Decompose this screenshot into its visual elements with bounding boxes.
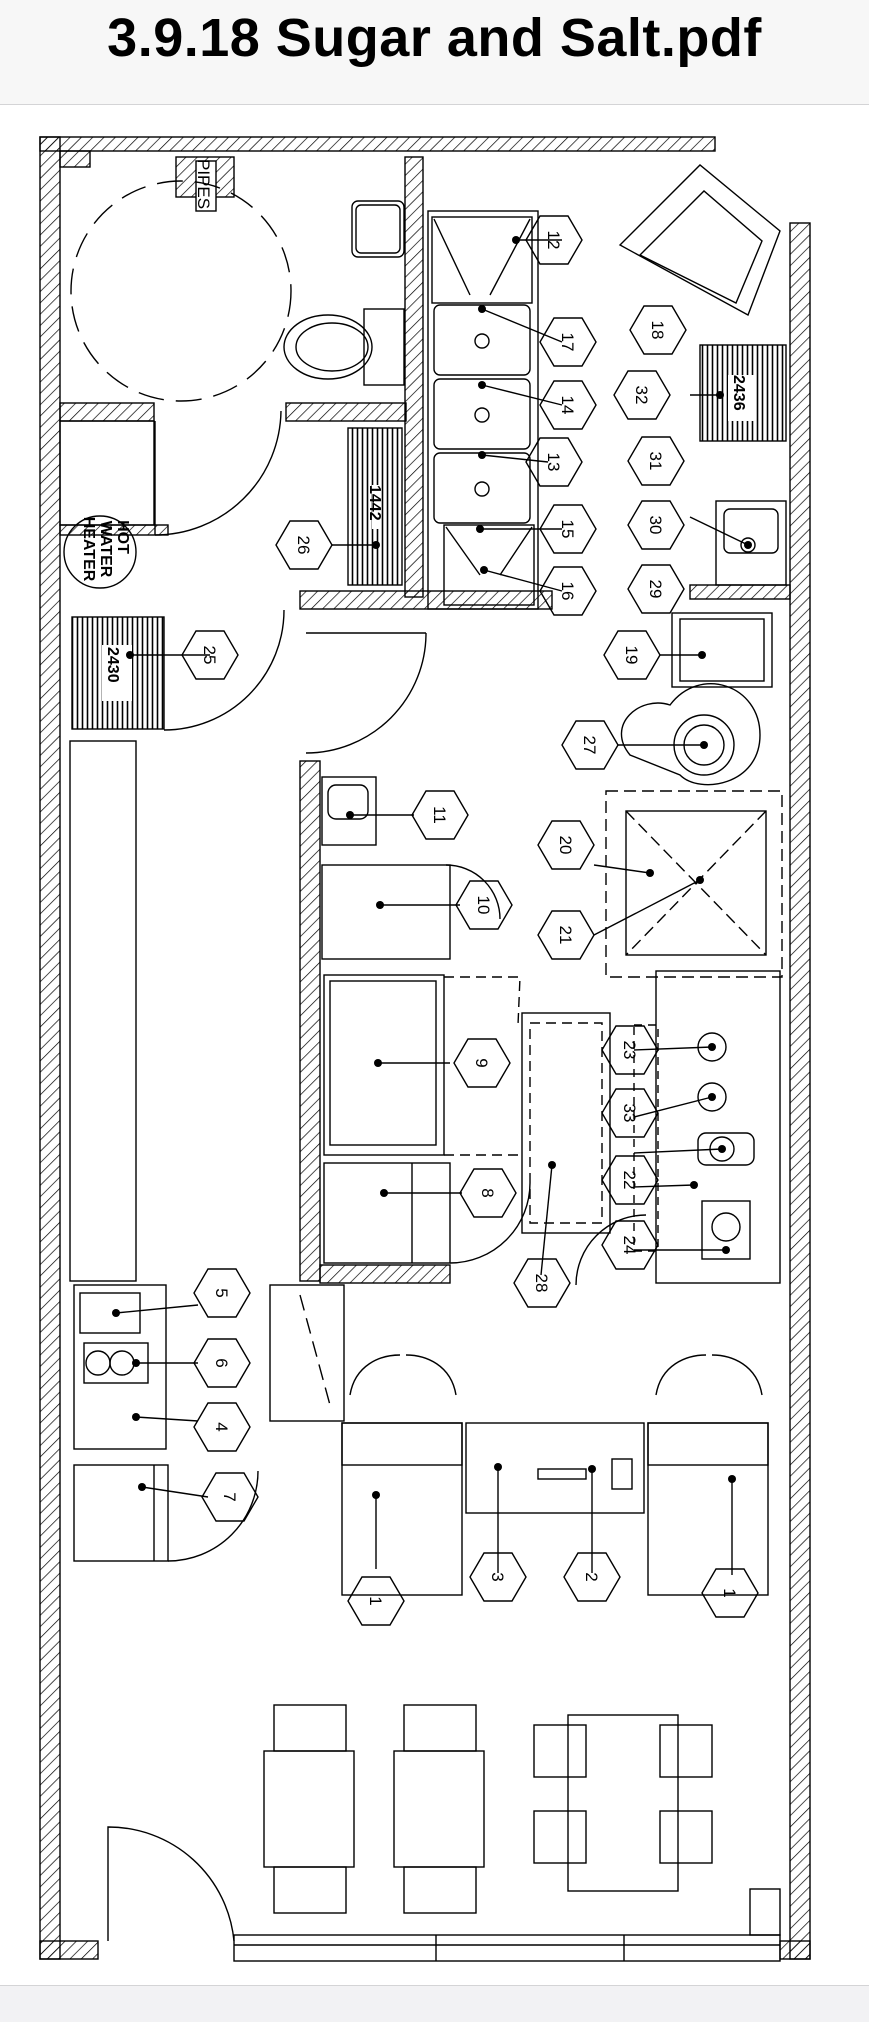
equipment-tags [181,215,759,1626]
tag-22: 22 [620,1171,639,1190]
tag-15: 15 [558,520,577,539]
wall-left [39,136,61,1960]
wall-bath-mid [59,402,155,422]
wall-storage-bottom [319,1264,451,1284]
floor-plan: PIPES HOT WATER HEATER 1442 2436 2430 12… [39,136,811,1962]
wall-bath-mid2 [285,402,407,422]
label-1442: 1442 [366,485,383,521]
wall-storage [299,760,321,1282]
tag-2: 2 [582,1572,601,1581]
tag-20: 20 [556,836,575,855]
label-hot: HOT [114,520,131,554]
tag-12: 12 [544,231,563,250]
bottom-bar [0,1985,869,2022]
tag-6: 6 [212,1358,231,1367]
tag-25: 25 [200,646,219,665]
tag-numbers: 12 17 14 13 15 16 18 32 31 30 29 19 27 2… [200,231,739,1606]
tag-23: 23 [620,1041,639,1060]
tag-1-left: 1 [366,1596,385,1605]
tag-4: 4 [212,1422,231,1431]
tag-7: 7 [220,1492,239,1501]
tag-29: 29 [646,580,665,599]
tag-30: 30 [646,516,665,535]
tag-9: 9 [472,1058,491,1067]
tag-17: 17 [558,333,577,352]
tag-16: 16 [558,582,577,601]
wall-top [39,136,716,152]
tag-11: 11 [430,806,449,824]
tag-13: 13 [544,453,563,472]
wall-bath-top [59,150,91,168]
wall-mid-upper [299,590,553,610]
tag-28: 28 [532,1274,551,1293]
wall-right [789,222,811,1960]
tag-14: 14 [558,396,577,415]
tag-19: 19 [622,646,641,665]
tag-1-right: 1 [720,1588,739,1597]
wall-right-upper [689,584,791,600]
tag-5: 5 [212,1288,231,1297]
label-heater: HEATER [80,517,97,582]
label-2436: 2436 [730,375,747,411]
pdf-page[interactable]: PIPES HOT WATER HEATER 1442 2436 2430 12… [0,105,869,1985]
hot-water-heater [63,515,137,589]
label-pipes: PIPES [194,159,213,209]
label-water: WATER [97,521,114,578]
wall-bath-right [404,156,424,598]
tag-32: 32 [632,386,651,405]
floor-grate-2430 [71,616,165,730]
tag-27: 27 [580,736,599,755]
tag-31: 31 [646,452,665,471]
tag-21: 21 [556,926,575,945]
wall-bottom-left [39,1940,99,1960]
label-2430: 2430 [104,647,121,683]
tag-26: 26 [294,536,313,555]
tag-18: 18 [648,321,667,340]
tag-8: 8 [478,1188,497,1197]
tag-24: 24 [620,1236,639,1255]
wall-bottom-right [779,1940,811,1960]
tag-3: 3 [488,1572,507,1581]
tag-33: 33 [620,1104,639,1123]
document-header: 3.9.18 Sugar and Salt.pdf [0,0,869,105]
tag-10: 10 [474,896,493,915]
document-title: 3.9.18 Sugar and Salt.pdf [107,8,762,68]
